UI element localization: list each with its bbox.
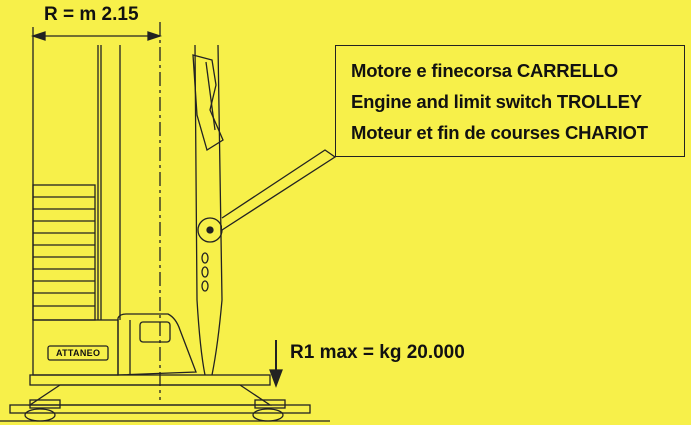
callout-line-italian: Motore e finecorsa CARRELLO bbox=[351, 60, 618, 81]
load-arrow bbox=[269, 340, 283, 388]
callout-pointer bbox=[221, 149, 337, 231]
crane-base bbox=[0, 374, 330, 422]
callout-box: Motore e finecorsa CARRELLO Engine and l… bbox=[335, 45, 685, 157]
tower-mast bbox=[32, 45, 121, 320]
callout-line-english: Engine and limit switch TROLLEY bbox=[351, 91, 642, 112]
jib-boom bbox=[192, 44, 224, 376]
machinery-housing bbox=[32, 313, 197, 376]
radius-label: R = m 2.15 bbox=[44, 4, 139, 25]
callout-line-french: Moteur et fin de courses CHARIOT bbox=[351, 122, 648, 143]
radius-arrow-left bbox=[30, 31, 46, 41]
brand-logo-box bbox=[47, 345, 109, 361]
load-label: R1 max = kg 20.000 bbox=[290, 342, 465, 363]
radius-arrow-right bbox=[147, 31, 163, 41]
counterweight bbox=[32, 184, 96, 321]
brand-logo: ATTANEO bbox=[56, 348, 101, 358]
